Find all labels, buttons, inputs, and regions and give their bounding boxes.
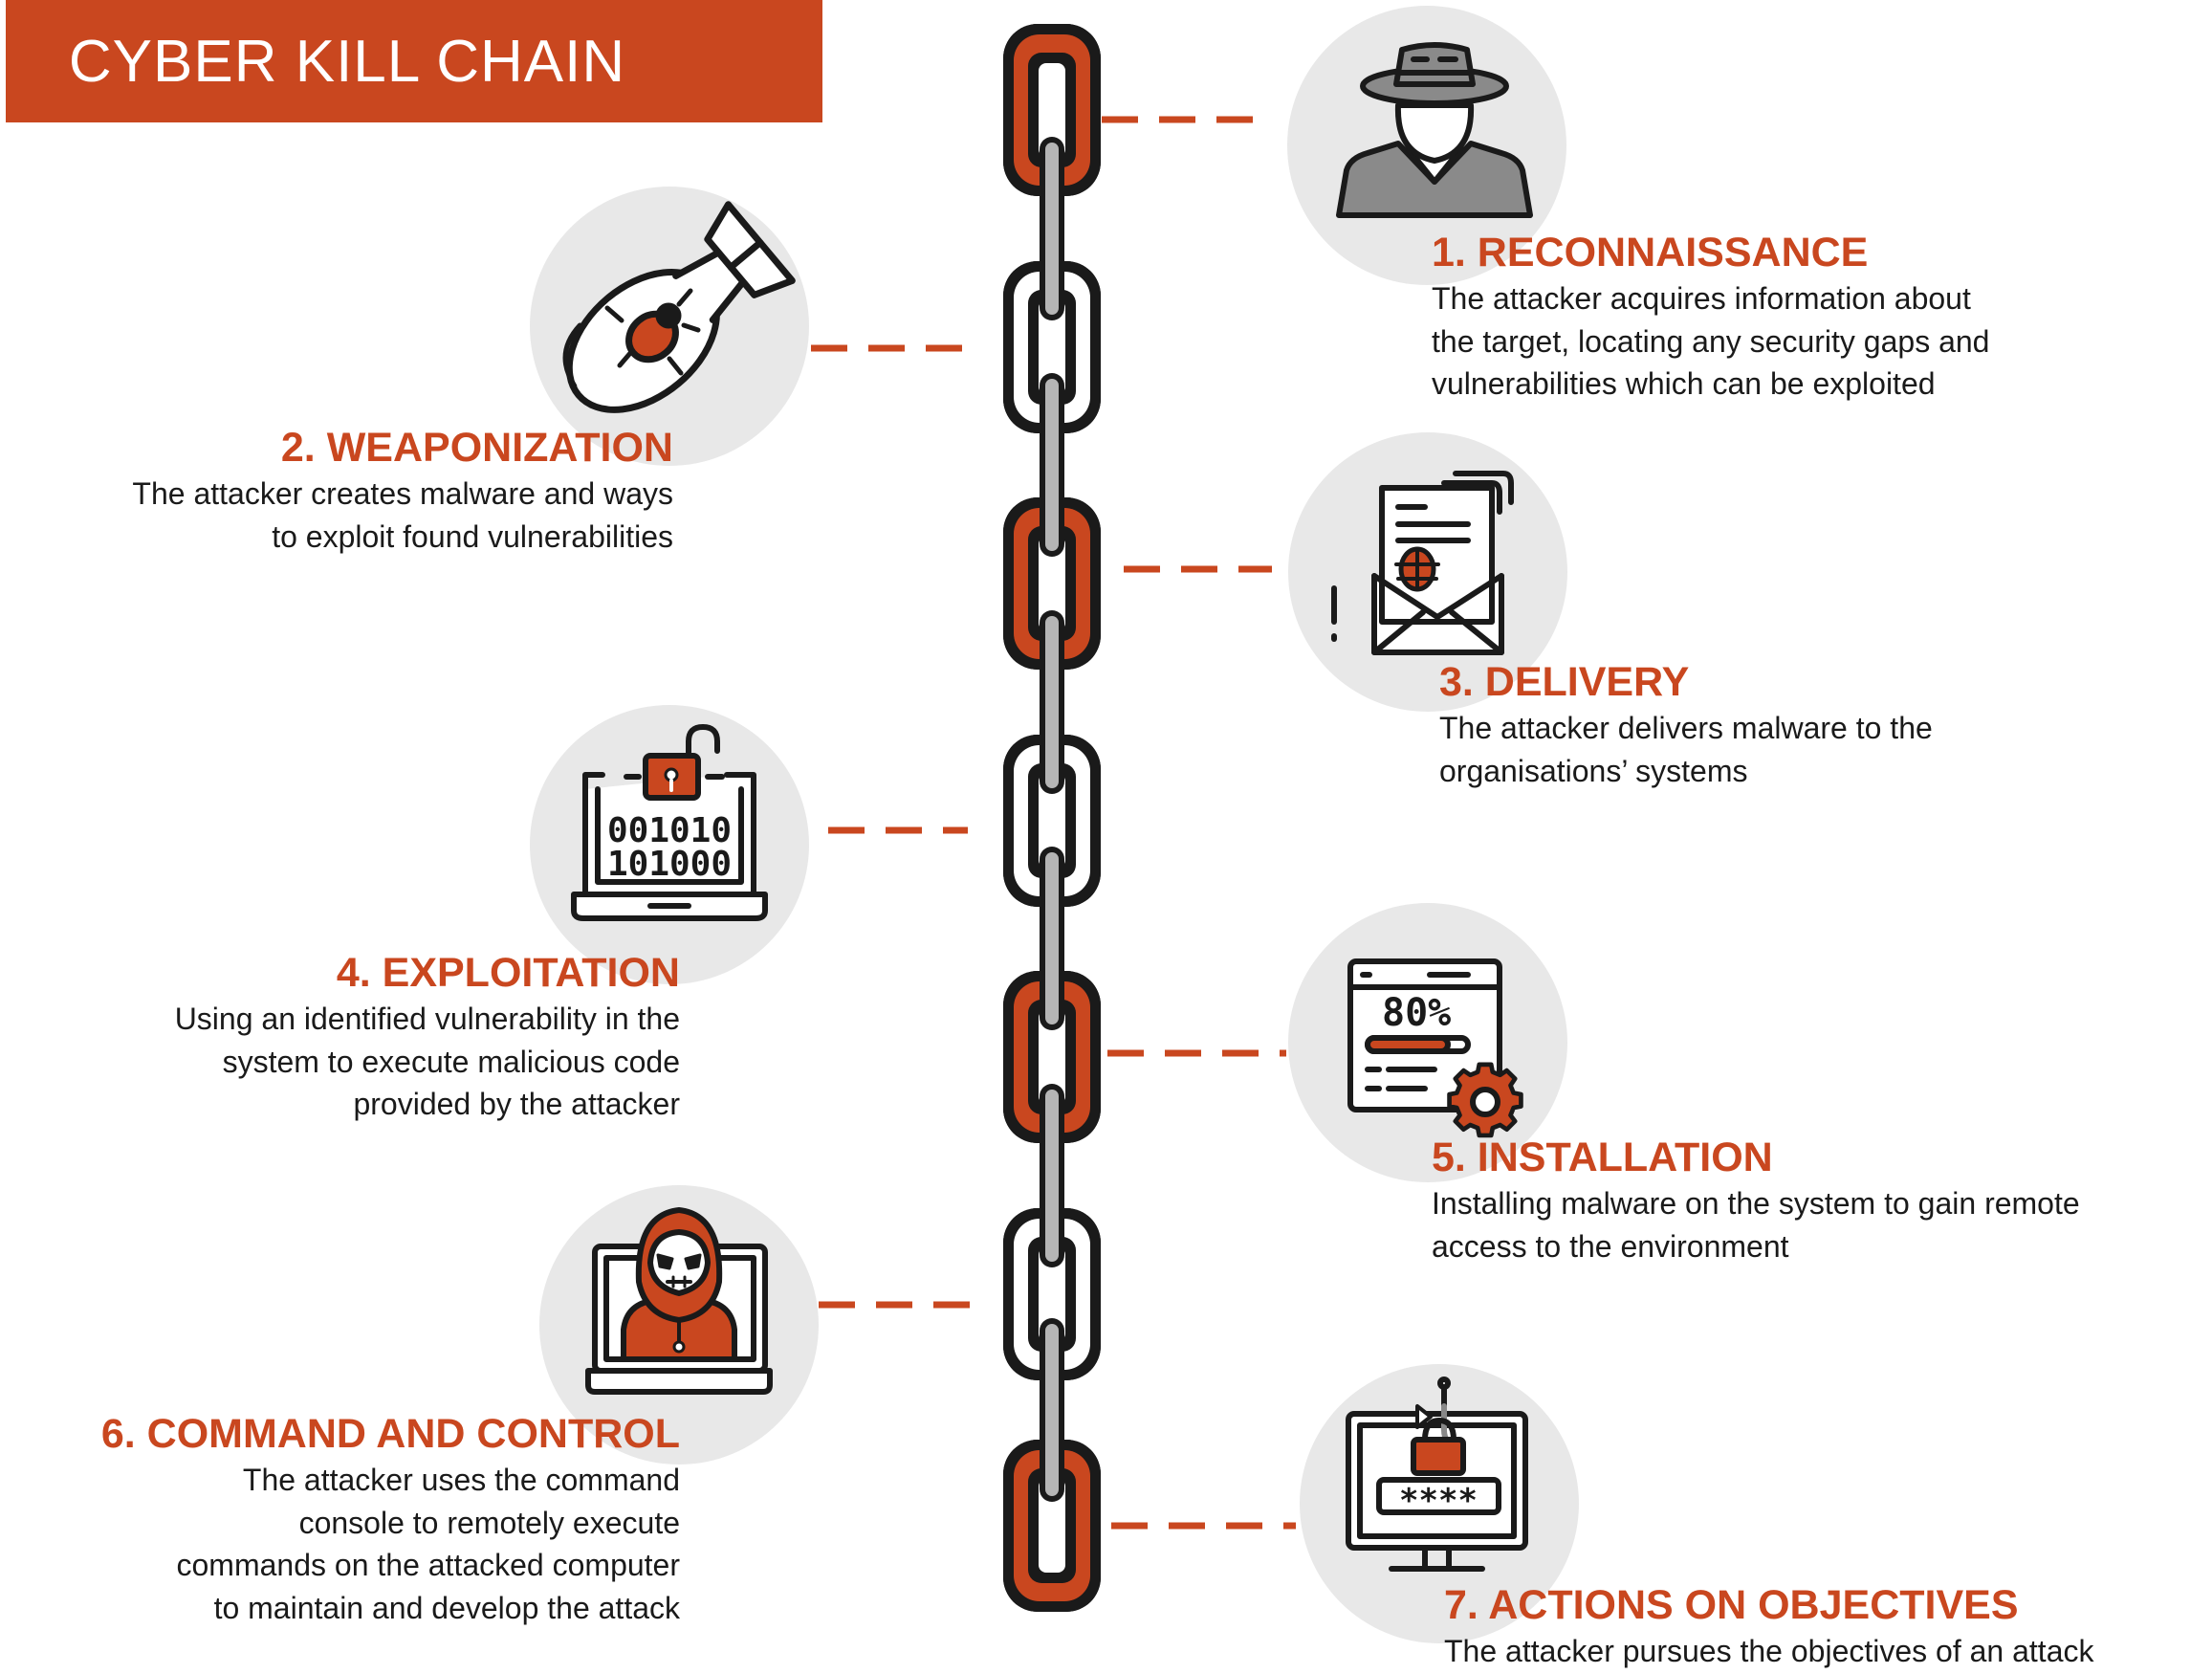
step-7-desc-line: The attacker pursues the objectives of a… <box>1444 1634 2094 1668</box>
step-6-description: The attacker uses the command console to… <box>177 1459 681 1629</box>
step-5-description: Installing malware on the system to gain… <box>1432 1182 2080 1267</box>
step-7-title: 7. ACTIONS ON OBJECTIVES <box>1444 1582 2019 1628</box>
title-banner: CYBER KILL CHAIN <box>6 0 822 122</box>
step-4-desc-line: Using an identified vulnerability in the <box>174 1002 680 1036</box>
step-7-description: The attacker pursues the objectives of a… <box>1444 1630 2093 1673</box>
chain-link-5 <box>1003 971 1101 1143</box>
step-4-description: Using an identified vulnerability in the… <box>175 998 680 1126</box>
step-1-desc-line: the target, locating any security gaps a… <box>1432 323 1990 359</box>
step-6-desc-line: The attacker uses the command <box>242 1463 680 1497</box>
step-4-desc-line: system to execute malicious code <box>222 1044 680 1079</box>
binary-laptop-lock-icon <box>571 724 768 921</box>
step-5-desc-line: Installing malware on the system to gain… <box>1432 1186 2080 1221</box>
step-1-description: The attacker acquires information about … <box>1432 277 1989 406</box>
connectors <box>811 116 1296 1530</box>
install-progress-gear-icon <box>1347 958 1523 1138</box>
binary-text-row-2: 101000 <box>607 845 732 884</box>
step-4-desc-line: provided by the attacker <box>353 1087 680 1121</box>
chain-link-1 <box>1003 24 1101 196</box>
page-title: CYBER KILL CHAIN <box>68 28 626 95</box>
step-3-description: The attacker delivers malware to the org… <box>1439 707 1933 792</box>
step-2-desc-line: The attacker creates malware and ways <box>132 476 673 511</box>
step-1-desc-line: The attacker acquires information about <box>1432 281 1971 316</box>
step-5-title: 5. INSTALLATION <box>1432 1134 1773 1180</box>
chain-link-3 <box>1003 497 1101 670</box>
chain-link-7 <box>1003 1440 1101 1612</box>
chain-link-4 <box>1003 735 1101 907</box>
binary-text-row-1: 001010 <box>607 811 732 850</box>
chain-link-fills <box>1003 24 1101 1612</box>
phishing-password-icon <box>1346 1377 1528 1572</box>
step-2-title: 2. WEAPONIZATION <box>280 425 673 471</box>
step-1-desc-line: vulnerabilities which can be exploited <box>1432 366 1936 401</box>
step-1-title: 1. RECONNAISSANCE <box>1432 230 1869 275</box>
password-dots-text: **** <box>1399 1482 1478 1520</box>
hooded-hacker-monitor-icon <box>585 1207 773 1395</box>
chain-link-6 <box>1003 1208 1101 1380</box>
infected-email-icon <box>1331 471 1514 655</box>
install-percent-text: 80% <box>1382 991 1451 1035</box>
chain-pins <box>1040 137 1064 1502</box>
step-2-desc-line: to exploit found vulnerabilities <box>272 518 673 554</box>
step-6-desc-line: to maintain and develop the attack <box>213 1590 680 1625</box>
step-5-desc-line: access to the environment <box>1432 1228 1789 1264</box>
chain-link-2 <box>1003 261 1101 433</box>
step-6-desc-line: console to remotely execute <box>298 1505 680 1540</box>
bug-bomb-icon <box>562 201 796 413</box>
step-3-desc-line: organisations’ systems <box>1439 753 1748 788</box>
step-6-title: 6. COMMAND AND CONTROL <box>100 1411 680 1457</box>
step-6-desc-line: commands on the attacked computer <box>176 1548 681 1582</box>
step-3-title: 3. DELIVERY <box>1439 659 1690 705</box>
step-3-desc-line: The attacker delivers malware to the <box>1439 711 1933 745</box>
step-2-description: The attacker creates malware and ways to… <box>132 473 673 558</box>
spy-icon <box>1336 42 1533 218</box>
step-4-title: 4. EXPLOITATION <box>336 950 680 996</box>
